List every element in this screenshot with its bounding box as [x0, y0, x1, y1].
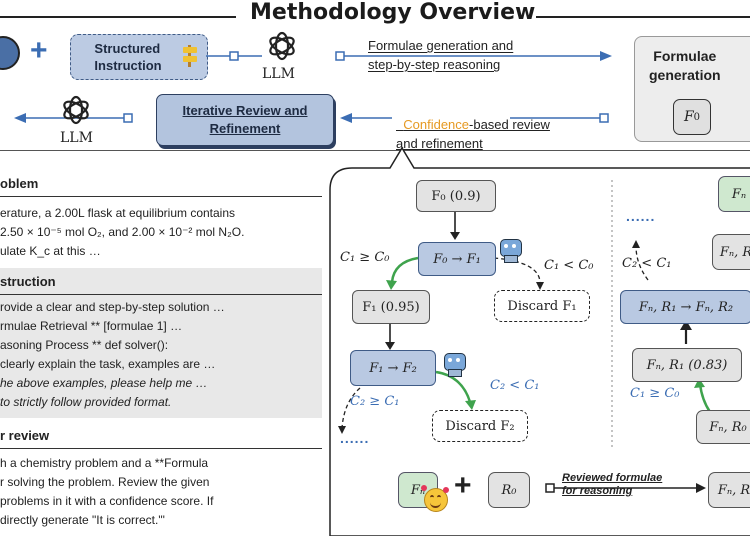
formulae-generation-label: Formulae generation — [649, 48, 721, 83]
llm-label-top: LLM — [262, 66, 295, 82]
node-discard-f1: Discard F₁ — [494, 290, 590, 322]
instruction-line-3: asoning Process ** def solver(): — [0, 338, 169, 352]
robot-icon-2 — [442, 350, 466, 377]
instruction-panel: struction rovide a clear and step-by-ste… — [0, 268, 322, 418]
title-rule-left — [0, 16, 236, 18]
node-f1-conf: F₁ (0.95) — [352, 290, 430, 324]
node-f0-to-f1: F₀ → F₁ — [418, 242, 496, 276]
label-c1-lt-c0: C₁ < C₀ — [544, 258, 594, 273]
instruction-line-1: rovide a clear and step-by-step solution… — [0, 300, 225, 314]
node-fn-r0: Fₙ, R₀ — [696, 410, 750, 444]
instruction-line-6: to strictly follow provided format. — [0, 395, 172, 409]
label-c2-lt-c1: C₂ < C₁ — [490, 378, 540, 393]
instruction-line-5: he above examples, please help me … — [0, 376, 208, 390]
robot-icon — [498, 236, 522, 263]
confidence-word: Confidence — [403, 117, 470, 132]
node-fn-r1-to-r2: Fₙ, R₁ → Fₙ, R₂ — [620, 290, 750, 324]
label-c2-lt-c1-right: C₂ < C₁ — [622, 256, 672, 271]
plus-icon: + — [30, 34, 48, 67]
label-c2-ge-c1: C₂ ≥ C₁ — [350, 394, 400, 409]
review-heading: r review — [0, 428, 50, 443]
problem-line-2: 2.50 × 10⁻⁵ mol O₂, and 2.00 × 10⁻² mol … — [0, 225, 245, 239]
formulae-generation-link: Formulae generation and step-by-step rea… — [368, 38, 514, 72]
node-fn-r1-gray: Fₙ, R — [712, 234, 750, 270]
review-line-3: problems in it with a confidence score. … — [0, 494, 214, 508]
instruction-line-2: rmulae Retrieval ** [formulae 1] … — [0, 319, 183, 333]
confidence-rest: -based review and refinement — [396, 117, 550, 151]
dots-right: ...... — [626, 208, 656, 224]
label-c1-ge-c0: C₁ ≥ C₀ — [340, 250, 390, 265]
node-bottom-fn-r: Fₙ, R — [708, 472, 750, 508]
page-title: Methodology Overview — [250, 0, 536, 25]
review-panel: r review h a chemistry problem and a **F… — [0, 420, 322, 536]
node-fn-r1-conf: Fₙ, R₁ (0.83) — [632, 348, 742, 382]
iterative-review-label: Iterative Review and Refinement — [182, 103, 308, 136]
structured-instruction-label: Structured Instruction — [94, 41, 162, 73]
iterative-review-box: Iterative Review and Refinement — [156, 94, 334, 146]
confidence-review-link: Confidence-based review and refinement — [396, 96, 550, 153]
problem-line-3: ulate K_c at this … — [0, 244, 101, 258]
node-f0-conf: F₀ (0.9) — [416, 180, 496, 212]
structured-instruction-box: Structured Instruction — [70, 34, 208, 80]
dots-left: ...... — [340, 430, 370, 446]
problem-heading: oblem — [0, 176, 39, 191]
review-line-2: r solving the problem. Review the given — [0, 475, 210, 489]
openai-logo-icon-2 — [60, 94, 92, 126]
instruction-line-4: clearly explain the task, examples are … — [0, 357, 216, 371]
f0-sub: 0 — [693, 111, 701, 123]
instruction-heading: struction — [0, 274, 56, 289]
instruction-rule — [0, 294, 322, 295]
f0-label: F — [683, 109, 694, 125]
top-connectors — [14, 51, 612, 123]
review-line-1: h a chemistry problem and a **Formula — [0, 456, 209, 470]
openai-logo-icon — [266, 30, 298, 62]
plus-sign: + — [454, 469, 472, 502]
section-divider — [0, 150, 750, 151]
signpost-icon — [183, 45, 197, 67]
smile-emoji-icon — [421, 485, 449, 512]
problem-line-1: erature, a 2.00L flask at equilibrium co… — [0, 206, 236, 220]
review-rule — [0, 448, 322, 449]
node-f1-to-f2: F₁ → F₂ — [350, 350, 436, 386]
llm-label-bottom: LLM — [60, 130, 93, 146]
reviewed-formulae-label: Reviewed formulae for reasoning — [562, 472, 663, 497]
label-c1-ge-c0-right: C₁ ≥ C₀ — [630, 386, 680, 401]
node-fn-green: Fₙ — [718, 176, 750, 212]
node-discard-f2: Discard F₂ — [432, 410, 528, 442]
problem-rule — [0, 196, 322, 197]
problem-panel: oblem erature, a 2.00L flask at equilibr… — [0, 170, 322, 268]
review-line-4: directly generate "It is correct."' — [0, 513, 165, 527]
title-rule-right — [536, 16, 750, 18]
node-bottom-r0: R₀ — [488, 472, 530, 508]
